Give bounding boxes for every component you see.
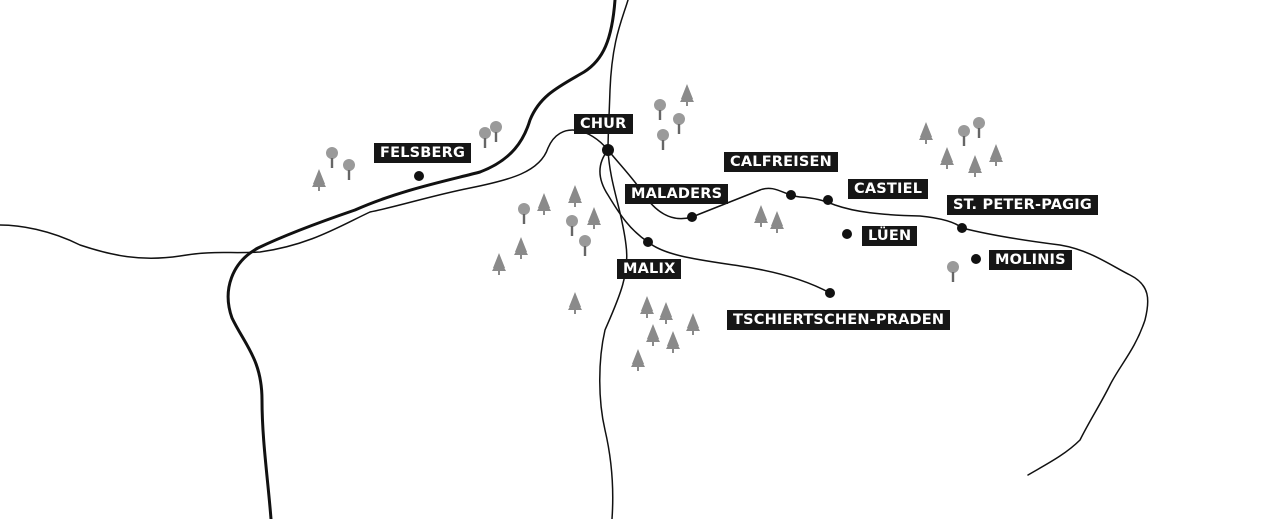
town-dot-icon	[786, 190, 796, 200]
tree-cluster-chur-north	[654, 84, 694, 150]
place-label-malix[interactable]: MALIX	[617, 259, 682, 279]
place-label-st-peter-pagig[interactable]: ST. PETER-PAGIG	[947, 195, 1098, 215]
town-dot-icon	[957, 223, 967, 233]
conifer-tree-icon	[659, 302, 673, 324]
deciduous-tree-icon	[673, 113, 685, 134]
conifer-tree-icon	[631, 349, 645, 371]
conifer-tree-icon	[770, 211, 784, 233]
deciduous-tree-icon	[343, 159, 355, 180]
place-label-lueen[interactable]: LÜEN	[862, 226, 918, 246]
place-label-felsberg[interactable]: FELSBERG	[374, 143, 472, 163]
conifer-tree-icon	[312, 169, 326, 191]
conifer-tree-icon	[968, 155, 982, 177]
conifer-tree-icon	[754, 205, 768, 227]
deciduous-tree-icon	[566, 215, 578, 236]
conifer-tree-icon	[537, 193, 551, 215]
town-dot-icon	[414, 171, 424, 181]
tree-cluster-south	[631, 296, 700, 371]
conifer-tree-icon	[919, 122, 933, 144]
town-dot-icon	[971, 254, 981, 264]
deciduous-tree-icon	[479, 127, 491, 148]
conifer-tree-icon	[492, 253, 506, 275]
tree-cluster-calfreisen	[754, 205, 784, 233]
conifer-tree-icon	[568, 292, 582, 314]
deciduous-tree-icon	[518, 203, 530, 224]
conifer-tree-icon	[940, 147, 954, 169]
place-label-chur[interactable]: CHUR	[574, 114, 633, 134]
town-dot-icon	[643, 237, 653, 247]
conifer-tree-icon	[587, 207, 601, 229]
road-west	[0, 129, 609, 259]
town-dot-icon	[687, 212, 697, 222]
deciduous-tree-icon	[490, 121, 502, 142]
conifer-tree-icon	[686, 313, 700, 335]
conifer-tree-icon	[666, 331, 680, 353]
conifer-tree-icon	[989, 144, 1003, 166]
town-dot-icon	[602, 144, 614, 156]
deciduous-tree-icon	[579, 235, 591, 256]
place-label-maladers[interactable]: MALADERS	[625, 184, 729, 204]
place-label-castiel[interactable]: CASTIEL	[848, 179, 929, 199]
deciduous-tree-icon	[973, 117, 985, 138]
place-label-calfreisen[interactable]: CALFREISEN	[724, 152, 838, 172]
deciduous-tree-icon	[326, 147, 338, 168]
deciduous-tree-icon	[947, 261, 959, 282]
road-malix	[599, 149, 831, 294]
town-dot-icon	[842, 229, 852, 239]
conifer-tree-icon	[640, 296, 654, 318]
conifer-tree-icon	[514, 237, 528, 259]
tree-cluster-west-of-malix	[492, 185, 601, 314]
conifer-tree-icon	[568, 185, 582, 207]
main-river	[226, 0, 617, 519]
place-label-molinis[interactable]: MOLINIS	[989, 250, 1072, 270]
deciduous-tree-icon	[958, 125, 970, 146]
river-chur-branch	[607, 0, 629, 151]
conifer-tree-icon	[680, 84, 694, 106]
place-label-tschiertschen-praden[interactable]: TSCHIERTSCHEN-PRADEN	[727, 310, 951, 330]
town-dot-icon	[825, 288, 835, 298]
road-east	[607, 149, 1149, 476]
deciduous-tree-icon	[657, 129, 669, 150]
conifer-tree-icon	[646, 324, 660, 346]
river-south	[599, 149, 628, 519]
deciduous-tree-icon	[654, 99, 666, 120]
town-dot-icon	[823, 195, 833, 205]
